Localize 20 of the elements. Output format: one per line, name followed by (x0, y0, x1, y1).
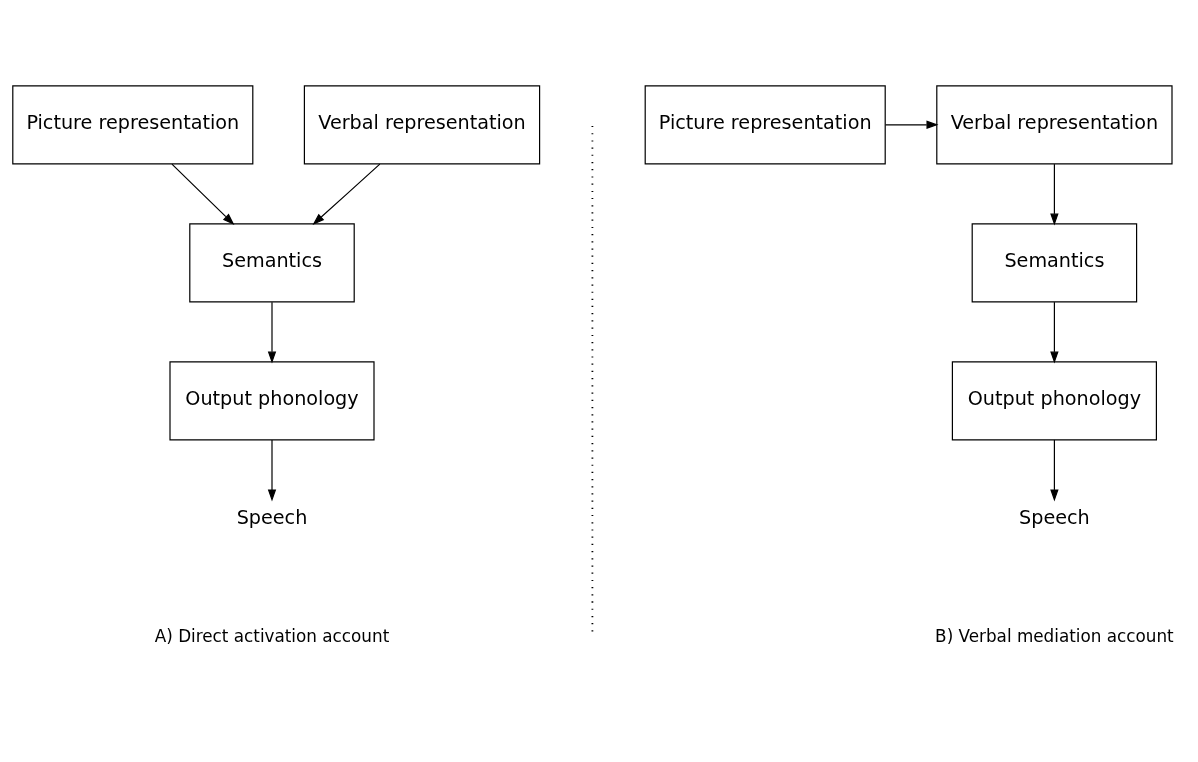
node-box: Semantics (189, 223, 355, 303)
node-box: Picture representation (12, 85, 254, 165)
node-text: Speech (1019, 505, 1090, 529)
node-box: Output phonology (951, 361, 1157, 441)
node-box: Output phonology (169, 361, 375, 441)
node-text: Speech (236, 505, 308, 529)
arrow (267, 439, 277, 502)
arrow (884, 120, 939, 129)
arrow (1050, 163, 1059, 226)
arrow (267, 301, 277, 364)
node-box: Verbal representation (936, 85, 1173, 165)
arrow (1050, 439, 1059, 502)
label: B) Verbal mediation account (935, 625, 1174, 646)
arrow (312, 163, 381, 225)
node-box: Semantics (971, 223, 1138, 303)
node-box: Picture representation (644, 85, 886, 165)
arrow (1050, 301, 1059, 364)
arrow (171, 163, 235, 225)
node-box: Verbal representation (303, 85, 541, 165)
label: A) Direct activation account (154, 625, 390, 646)
